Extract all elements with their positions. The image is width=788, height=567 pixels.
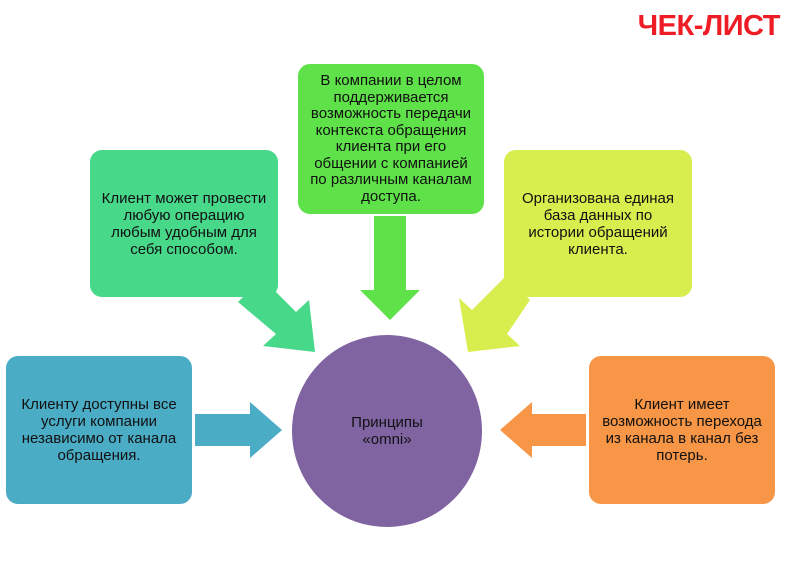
principle-box-left-upper: Клиент может провести любую операцию люб… [90, 150, 278, 297]
principle-box-right-lower: Клиент имеет возможность перехода из кан… [589, 356, 775, 504]
arrow-right-lower [500, 402, 586, 458]
arrow-top [360, 216, 420, 320]
principle-box-top: В компании в целом поддерживается возмож… [298, 64, 484, 214]
center-circle: Принципы «omni» [292, 335, 482, 527]
center-label: Принципы [351, 414, 423, 431]
principle-text-top: В компании в целом поддерживается возмож… [310, 72, 472, 205]
principle-box-right-upper: Организована единая база данных по истор… [504, 150, 692, 297]
principle-box-left-lower: Клиенту доступны все услуги компании нез… [6, 356, 192, 504]
arrow-left-lower [195, 402, 282, 458]
principle-text-left-upper: Клиент может провести любую операцию люб… [101, 189, 267, 258]
principle-text-right-lower: Клиент имеет возможность перехода из кан… [602, 396, 762, 464]
principle-text-right-upper: Организована единая база данных по истор… [521, 189, 675, 258]
principle-text-left-lower: Клиенту доступны все услуги компании нез… [21, 396, 177, 464]
checklist-title: ЧЕК-ЛИСТ [637, 10, 781, 42]
center-sublabel: «omni» [362, 431, 412, 448]
